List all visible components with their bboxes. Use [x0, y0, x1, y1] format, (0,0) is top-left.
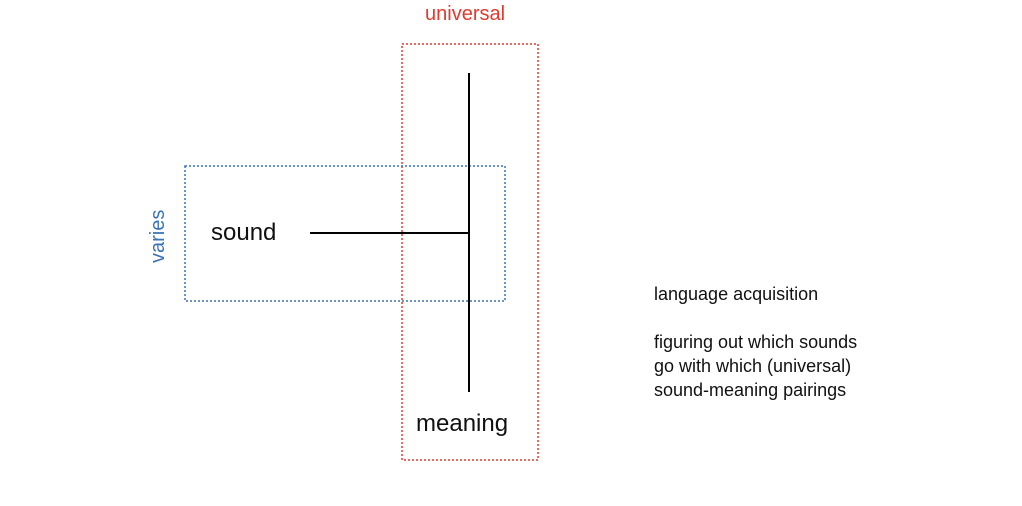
note-line: figuring out which sounds — [654, 332, 858, 352]
note-title: language acquisition — [654, 284, 819, 304]
note-line: sound-meaning pairings — [654, 380, 847, 400]
note-line: go with which (universal) — [654, 356, 852, 376]
language-acquisition-note: language acquisition figuring out which … — [654, 282, 994, 402]
varies-box — [184, 165, 506, 302]
sound-label: sound — [211, 219, 277, 246]
meaning-label: meaning — [416, 410, 509, 437]
universal-label: universal — [425, 3, 506, 25]
universal-box — [401, 43, 539, 461]
varies-label: varies — [147, 209, 169, 263]
